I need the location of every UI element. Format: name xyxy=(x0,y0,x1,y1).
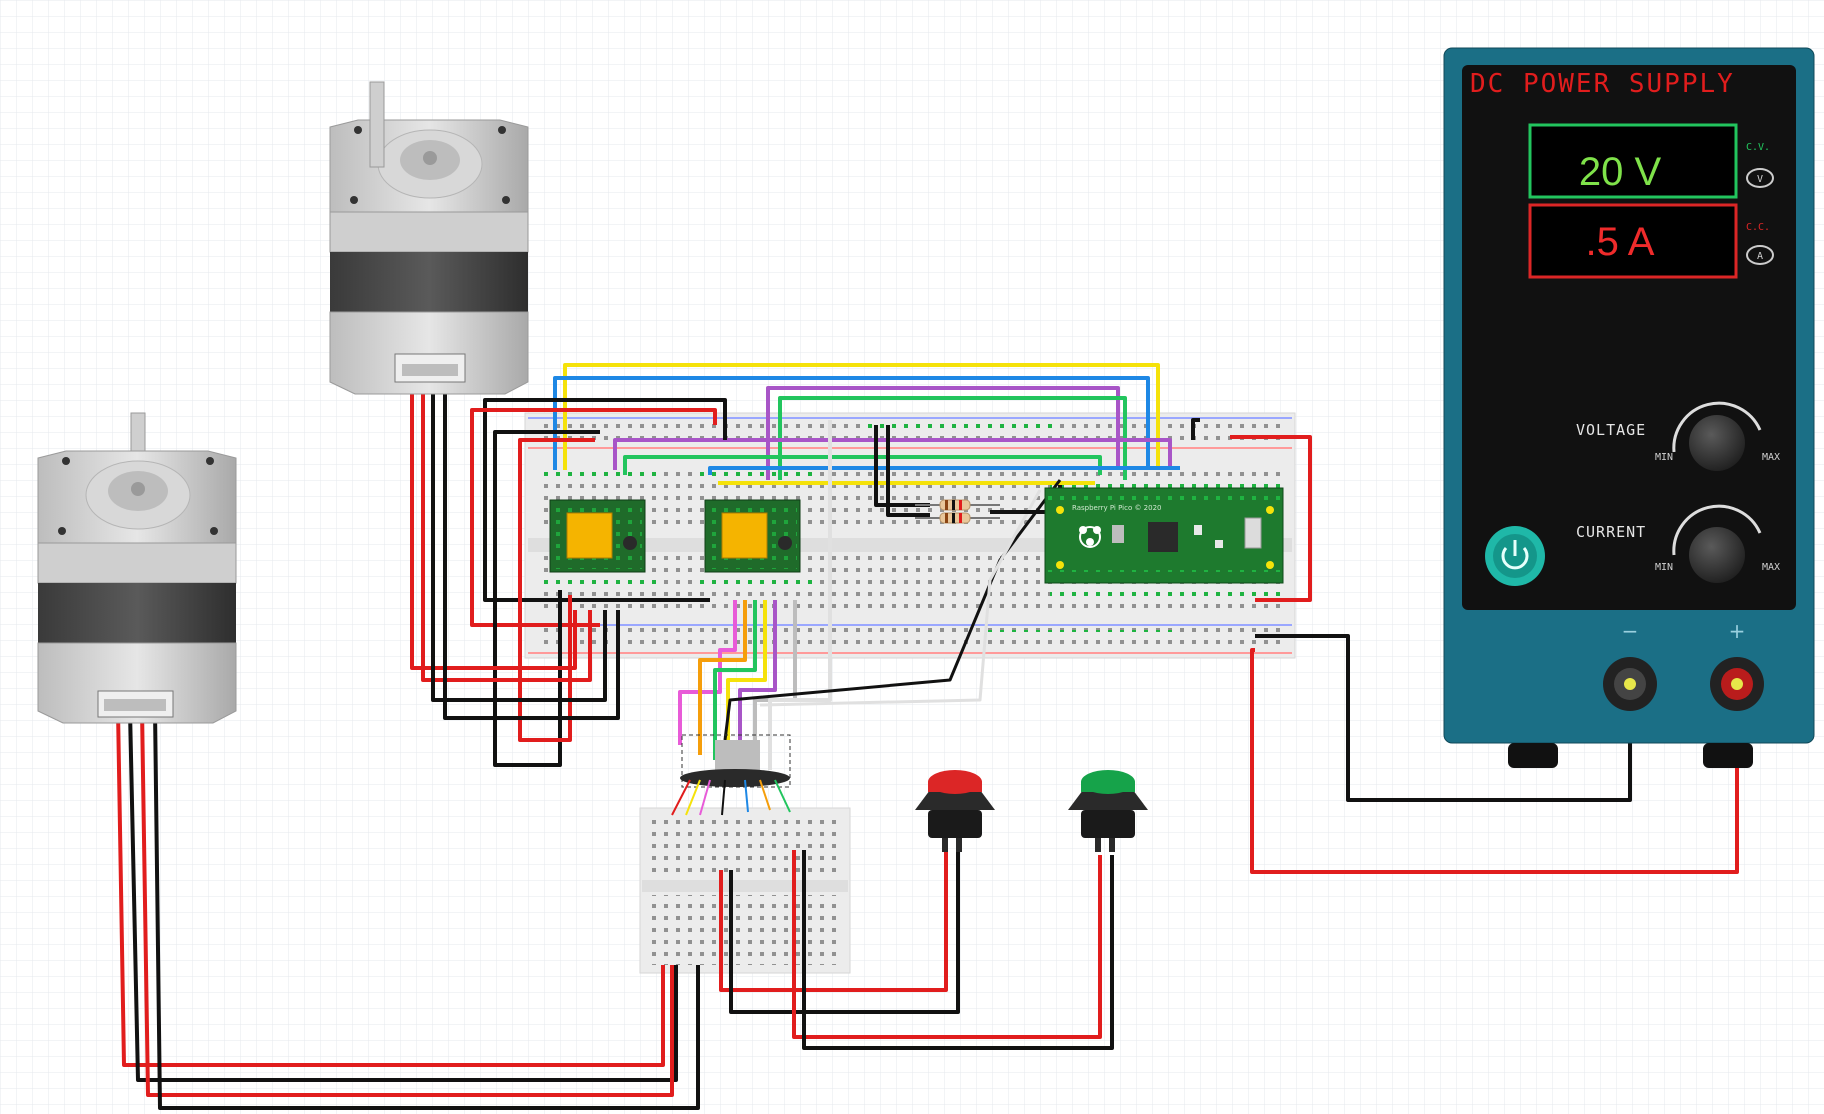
v-badge: V xyxy=(1757,174,1763,185)
dc-power-supply[interactable]: DC POWER SUPPLY 20 V C.V. V .5 A C.C. A … xyxy=(1443,47,1815,768)
wire-connector-hub[interactable] xyxy=(671,734,791,816)
wire-yellow xyxy=(563,363,1160,470)
negative-terminal[interactable] xyxy=(1603,657,1657,711)
current-min-label: MIN xyxy=(1655,562,1673,573)
psu-foot-left xyxy=(1508,743,1558,768)
push-button-red[interactable] xyxy=(915,770,995,852)
cc-label: C.C. xyxy=(1746,222,1770,233)
stepper-motor-1[interactable] xyxy=(329,81,529,395)
current-knob-label: CURRENT xyxy=(1576,523,1646,541)
raspberry-pi-pico[interactable]: Raspberry Pi Pico © 2020 xyxy=(1044,487,1284,584)
wire-purple xyxy=(766,386,1120,480)
wire-blue xyxy=(553,376,1150,470)
current-display xyxy=(1528,203,1738,279)
voltage-readout: 20 V xyxy=(1579,150,1662,194)
current-knob-arc xyxy=(1672,504,1762,556)
small-breadboard[interactable] xyxy=(639,807,851,974)
power-button[interactable] xyxy=(1485,526,1545,586)
v-badge-icon xyxy=(1746,168,1774,188)
voltage-knob[interactable] xyxy=(1689,415,1745,471)
stepper-driver-2[interactable] xyxy=(704,499,801,573)
voltage-knob-label: VOLTAGE xyxy=(1576,421,1646,439)
voltage-min-label: MIN xyxy=(1655,452,1673,463)
stepper-driver-1[interactable] xyxy=(549,499,646,573)
voltage-display xyxy=(1528,123,1738,199)
current-max-label: MAX xyxy=(1762,562,1780,573)
current-knob[interactable] xyxy=(1689,527,1745,583)
motor-1-shaft xyxy=(369,81,385,168)
pico-silk-label: Raspberry Pi Pico © 2020 xyxy=(1072,504,1162,512)
a-badge-icon xyxy=(1746,245,1774,265)
psu-foot-right xyxy=(1703,743,1753,768)
voltage-knob-arc xyxy=(1672,401,1762,453)
psu-title: DC POWER SUPPLY xyxy=(1470,69,1735,99)
stepper-motor-2[interactable] xyxy=(37,412,237,724)
positive-terminal[interactable] xyxy=(1710,657,1764,711)
a-badge: A xyxy=(1757,251,1763,262)
cv-label: C.V. xyxy=(1746,142,1770,153)
power-icon xyxy=(1501,540,1529,570)
resistors[interactable] xyxy=(915,499,1000,524)
voltage-max-label: MAX xyxy=(1762,452,1780,463)
push-button-green[interactable] xyxy=(1068,770,1148,852)
plus-label: + xyxy=(1729,619,1746,643)
raspberry-logo-icon xyxy=(1079,526,1101,548)
minus-label: − xyxy=(1622,619,1639,643)
current-readout: .5 A xyxy=(1586,220,1655,264)
